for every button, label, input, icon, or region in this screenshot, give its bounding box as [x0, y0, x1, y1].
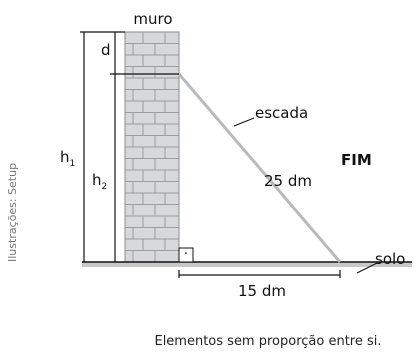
- right-angle-marker: [178, 247, 194, 263]
- h1-label: h1: [60, 148, 75, 169]
- illustration-credit: Ilustrações: Setup: [6, 163, 19, 262]
- ladder-leader-line: [233, 117, 255, 127]
- h1-label-bg: [56, 145, 78, 169]
- ground-strip: [82, 262, 412, 267]
- h2-label: h2: [92, 171, 107, 192]
- d-label-bg: [99, 40, 113, 60]
- brick-wall: [124, 31, 180, 263]
- h1-dimension: h1: [56, 31, 125, 262]
- d-label: d: [101, 41, 111, 59]
- base-dimension: 15 dm: [178, 270, 341, 300]
- ground-label: solo: [375, 250, 405, 268]
- ladder-length-label: 25 dm: [264, 172, 312, 190]
- right-angle-dot: ·: [184, 247, 188, 262]
- h2-dimension: h2: [89, 73, 179, 262]
- h2-label-bg: [89, 169, 113, 193]
- brick-pattern: [125, 32, 179, 263]
- ladder: [177, 73, 342, 263]
- ground-leader-line: [356, 262, 378, 274]
- wall-label: muro: [133, 10, 172, 28]
- ground: [82, 261, 412, 267]
- footnote: Elementos sem proporção entre si.: [154, 334, 381, 349]
- base-distance-label: 15 dm: [238, 282, 286, 300]
- end-marker-label: FIM: [341, 151, 372, 169]
- d-dimension: d: [99, 32, 116, 74]
- ladder-label: escada: [255, 104, 308, 122]
